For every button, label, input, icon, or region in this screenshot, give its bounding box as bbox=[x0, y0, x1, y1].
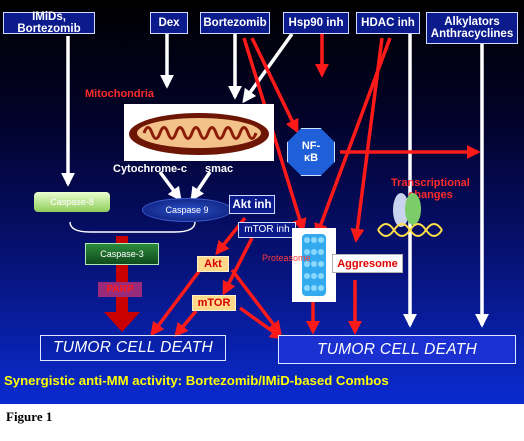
hdac-inh-box: HDAC inh bbox=[356, 12, 420, 34]
imids-bortezomib-box: IMiDs, Bortezomib bbox=[3, 11, 95, 35]
aggresome-node: Aggresome bbox=[332, 254, 403, 273]
red-arrows bbox=[150, 34, 481, 340]
caspase-3-node: Caspase-3 bbox=[85, 243, 159, 265]
proteasome-label: Proteasome bbox=[262, 253, 311, 263]
hsp90-inh-box: Hsp90 inh bbox=[283, 12, 349, 34]
dex-box: Dex bbox=[150, 12, 188, 34]
cytochrome-to-caspase9-arrow bbox=[158, 170, 182, 202]
mitochondria-icon bbox=[129, 113, 269, 155]
caspase-9-node: Caspase 9 bbox=[142, 198, 232, 222]
white-arrows bbox=[61, 32, 489, 328]
cytochrome-c-label: Cytochrome-c bbox=[113, 163, 187, 175]
nfkb-node: NF- κB bbox=[287, 128, 335, 176]
akt-to-death-arrow bbox=[150, 268, 202, 337]
figure-caption: Figure 1 bbox=[6, 409, 53, 424]
akt-node: Akt bbox=[197, 256, 229, 272]
anthracyclines-label: Anthracyclines bbox=[430, 28, 514, 40]
alkylators-label: Alkylators bbox=[444, 16, 500, 28]
nfkb-label-2: κB bbox=[303, 152, 319, 164]
synergy-banner: Synergistic anti-MM activity: Bortezomib… bbox=[4, 373, 389, 388]
changes-label: changes bbox=[408, 189, 453, 201]
caspase-bracket bbox=[69, 221, 196, 233]
transcriptional-changes-label: Transcriptional changes bbox=[391, 177, 470, 201]
bortezomib-box: Bortezomib bbox=[200, 12, 270, 34]
caspase-8-node: Caspase-8 bbox=[34, 192, 110, 212]
smac-label: smac bbox=[205, 163, 234, 175]
mtor-to-death-arrow bbox=[174, 309, 198, 338]
tumor-cell-death-right: TUMOR CELL DEATH bbox=[278, 335, 516, 364]
tumor-cell-death-left: TUMOR CELL DEATH bbox=[40, 335, 226, 361]
proteasome-icon bbox=[302, 234, 326, 296]
hdac-to-proteasome-arrow bbox=[314, 37, 392, 238]
nfkb-label-1: NF- bbox=[301, 140, 321, 152]
akt-to-death-right-arrow bbox=[230, 268, 282, 336]
mtor-inh-to-mtor-arrow bbox=[222, 237, 254, 296]
dna-helix-icon bbox=[377, 193, 443, 237]
smac-to-caspase9-arrow bbox=[190, 171, 212, 202]
mtor-to-death-right-arrow bbox=[238, 306, 285, 340]
proteasome-image bbox=[292, 228, 336, 302]
akt-inh-box: Akt inh bbox=[229, 195, 275, 214]
alkylators-box: Alkylators Anthracyclines bbox=[426, 12, 518, 44]
pathway-diagram: IMiDs, Bortezomib Dex Bortezomib Hsp90 i… bbox=[0, 0, 524, 404]
mitochondria-image bbox=[124, 104, 274, 161]
transcriptional-label: Transcriptional bbox=[391, 177, 470, 189]
parp-node: PARP bbox=[98, 282, 142, 297]
bortezomib-to-nfkb-arrow bbox=[250, 37, 299, 134]
mitochondria-label: Mitochondria bbox=[85, 88, 155, 100]
mtor-inh-box: mTOR inh bbox=[238, 222, 296, 238]
mtor-node: mTOR bbox=[192, 295, 236, 311]
